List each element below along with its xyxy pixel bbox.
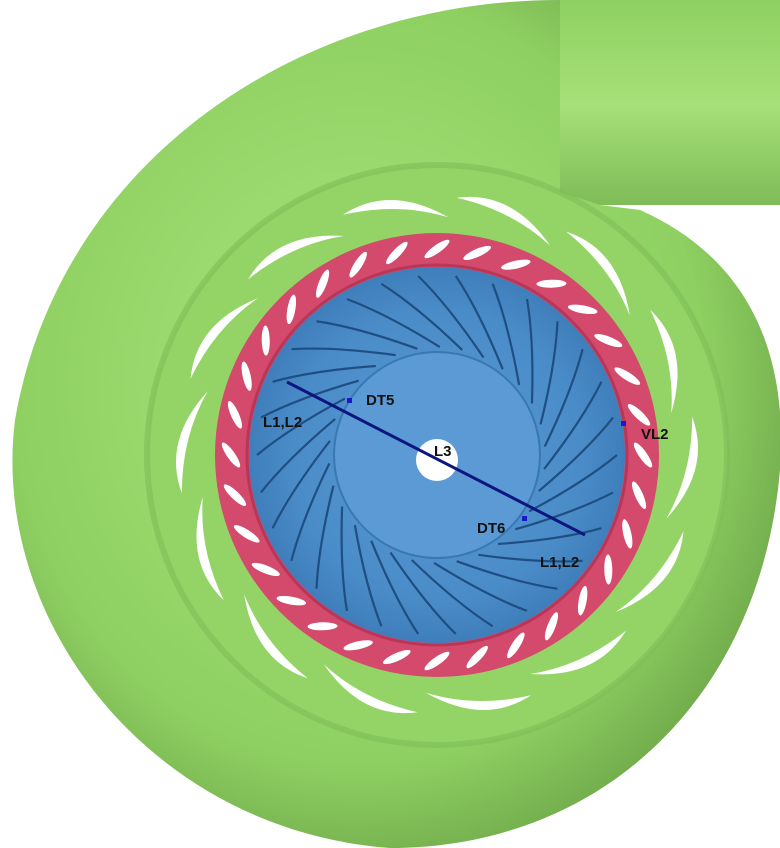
runner-blade xyxy=(543,348,584,448)
guide-vane xyxy=(631,481,647,510)
inlet-pipe xyxy=(560,0,780,210)
runner-hub-rim xyxy=(333,351,541,559)
runner-blade xyxy=(260,418,336,494)
guide-vane xyxy=(594,333,623,348)
runner-blade xyxy=(456,560,558,590)
stay-vane-slot xyxy=(456,196,551,246)
guide-vane xyxy=(241,361,252,391)
runner-blade xyxy=(528,454,618,513)
runner-blade xyxy=(291,347,396,357)
runner-blade xyxy=(315,485,335,589)
stay-vane-slot xyxy=(196,497,224,601)
guide-vane xyxy=(276,595,307,606)
runner-blade xyxy=(272,364,376,383)
runner-blade xyxy=(433,562,528,612)
probe-point-dt5 xyxy=(347,398,352,403)
runner-blade xyxy=(353,524,383,627)
runner-blade xyxy=(340,506,349,612)
stay-vanes xyxy=(175,196,699,714)
runner-blade xyxy=(498,527,602,546)
runner-blade xyxy=(478,553,583,563)
stay-vane-slot xyxy=(666,416,699,519)
guide-vane xyxy=(633,442,653,468)
label-dt5: DT5 xyxy=(366,392,394,409)
label-l1l2-top: L1,L2 xyxy=(263,414,302,431)
guide-vane xyxy=(349,251,367,278)
runner-blade xyxy=(346,298,441,348)
guide-vane xyxy=(251,562,280,577)
runner-blade xyxy=(260,379,359,419)
stay-vane-slot xyxy=(425,692,532,710)
stay-vane-slot xyxy=(530,630,626,675)
stay-vane-slot xyxy=(650,309,678,413)
guide-vane xyxy=(507,632,525,659)
runner-blade xyxy=(538,416,614,492)
runner-blade xyxy=(515,491,614,531)
guide-vane xyxy=(466,645,488,669)
runner-blade xyxy=(539,321,559,425)
guide-vanes xyxy=(221,239,653,671)
guide-vane xyxy=(382,649,411,665)
label-dt6: DT6 xyxy=(477,520,505,537)
guide-vane xyxy=(424,651,450,671)
runner-blade xyxy=(543,381,603,470)
runner xyxy=(249,267,625,643)
label-l1l2-bottom: L1,L2 xyxy=(540,554,579,571)
runner-blade xyxy=(389,551,457,635)
guide-vane xyxy=(567,304,598,315)
guide-vane xyxy=(536,279,567,288)
guide-vane xyxy=(544,612,559,641)
runner-blade xyxy=(525,298,534,404)
stay-vane-slot xyxy=(248,235,344,280)
guide-vane xyxy=(614,367,641,385)
probe-point-dt6 xyxy=(522,516,527,521)
guide-vane xyxy=(424,239,450,259)
guide-vane xyxy=(261,325,270,356)
runner-blade xyxy=(491,283,521,386)
runner-blade xyxy=(290,462,331,562)
casing-inner-shade xyxy=(144,162,730,748)
guide-vane xyxy=(286,294,297,325)
guide-vane xyxy=(315,269,330,298)
guide-vane xyxy=(627,404,651,426)
guide-vane xyxy=(501,259,531,270)
label-vl2: VL2 xyxy=(641,426,669,443)
runner-blade xyxy=(380,282,463,351)
guide-vane xyxy=(622,519,633,549)
runner-blade xyxy=(271,440,331,529)
runner-blade xyxy=(454,275,504,370)
guide-vane xyxy=(223,484,247,506)
stay-vane-slot xyxy=(323,664,418,714)
runner-blade xyxy=(417,275,485,359)
guide-vane xyxy=(577,585,588,616)
probe-point-vl2 xyxy=(621,421,626,426)
guide-vane xyxy=(386,241,408,265)
guide-vane xyxy=(463,245,492,261)
runner-blade xyxy=(370,540,420,635)
stay-vane-slot xyxy=(175,391,208,494)
guide-vane xyxy=(227,400,243,429)
probe-line xyxy=(286,380,586,537)
label-l3: L3 xyxy=(434,443,452,460)
runner-blade xyxy=(411,559,494,628)
runner-blades xyxy=(256,275,618,635)
guide-vane xyxy=(604,554,613,585)
stay-vane-slot xyxy=(342,200,449,218)
guide-vane xyxy=(233,525,260,543)
guide-vane xyxy=(221,442,241,468)
runner-blade xyxy=(316,320,418,350)
guide-vane xyxy=(307,622,338,631)
guide-vane xyxy=(343,640,373,651)
